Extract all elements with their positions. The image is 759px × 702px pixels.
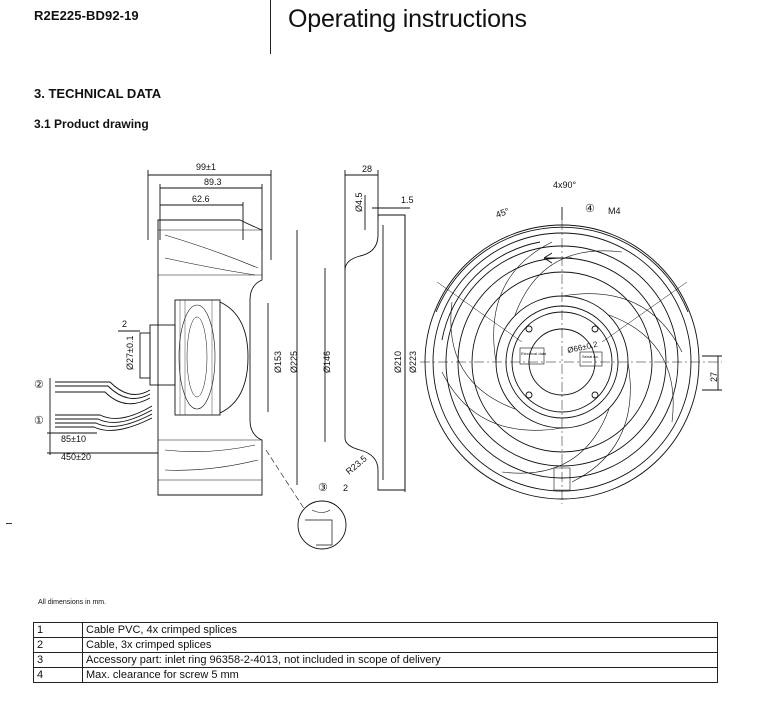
- legend-number: 3: [33, 652, 83, 668]
- legend-text: Cable PVC, 4x crimped splices: [82, 622, 718, 638]
- table-row: 1 Cable PVC, 4x crimped splices: [33, 622, 718, 638]
- legend-text: Max. clearance for screw 5 mm: [82, 667, 718, 683]
- dim-62-6: 62.6: [192, 194, 210, 204]
- marker-4: ④: [585, 203, 595, 215]
- dim-225: Ø225: [289, 351, 299, 373]
- model-number: R2E225-BD92-19: [34, 8, 139, 23]
- dim-146: Ø146: [322, 351, 332, 373]
- dim-89-3: 89.3: [204, 177, 222, 187]
- dim-450: 450±20: [61, 452, 91, 462]
- table-row: 4 Max. clearance for screw 5 mm: [33, 667, 718, 683]
- dim-2-detail: 2: [343, 483, 348, 493]
- subsection-heading: 3.1 Product drawing: [34, 117, 149, 131]
- front-view: [420, 207, 722, 504]
- marker-3: ③: [318, 482, 328, 494]
- dim-223: Ø223: [408, 351, 418, 373]
- section-heading: 3. TECHNICAL DATA: [34, 86, 162, 101]
- marker-1: ①: [34, 415, 44, 427]
- document-title: Operating instructions: [288, 5, 527, 33]
- marker-2: ②: [34, 379, 44, 391]
- dim-2: 2: [122, 319, 127, 329]
- legend-number: 4: [33, 667, 83, 683]
- legend-number: 2: [33, 637, 83, 653]
- legend-table: 1 Cable PVC, 4x crimped splices 2 Cable,…: [33, 622, 718, 683]
- margin-mark: [6, 523, 12, 524]
- dim-153: Ø153: [273, 351, 283, 373]
- legend-text: Accessory part: inlet ring 96358-2-4013,…: [82, 652, 718, 668]
- dim-45-deg: 45°: [494, 206, 511, 220]
- label-serial: Serial no.: [582, 354, 599, 359]
- dim-4x90: 4x90°: [553, 180, 577, 190]
- section-view: [297, 170, 410, 550]
- dim-4-5: Ø4.5: [354, 192, 364, 212]
- side-view: [47, 170, 306, 511]
- legend-number: 1: [33, 622, 83, 638]
- dim-27-shaft: Ø27±0.1: [125, 336, 135, 370]
- table-row: 2 Cable, 3x crimped splices: [33, 637, 718, 653]
- table-row: 3 Accessory part: inlet ring 96358-2-401…: [33, 652, 718, 668]
- dim-28: 28: [362, 164, 372, 174]
- product-drawing: 99±1 89.3 62.6 2 Ø27±0.1 Ø153 Ø225 85±10…: [34, 162, 722, 550]
- dim-27-front: 27: [709, 372, 719, 382]
- dim-99: 99±1: [196, 162, 216, 172]
- dim-1-5: 1.5: [401, 195, 414, 205]
- dim-85: 85±10: [61, 434, 86, 444]
- dim-210: Ø210: [393, 351, 403, 373]
- dim-r23-5: R23.5: [344, 453, 369, 476]
- header-divider: [270, 0, 271, 54]
- legend-text: Cable, 3x crimped splices: [82, 637, 718, 653]
- dimensions-note: All dimensions in mm.: [38, 599, 107, 606]
- label-electrical-data: Electrical data: [521, 351, 547, 356]
- dim-m4: M4: [608, 206, 621, 216]
